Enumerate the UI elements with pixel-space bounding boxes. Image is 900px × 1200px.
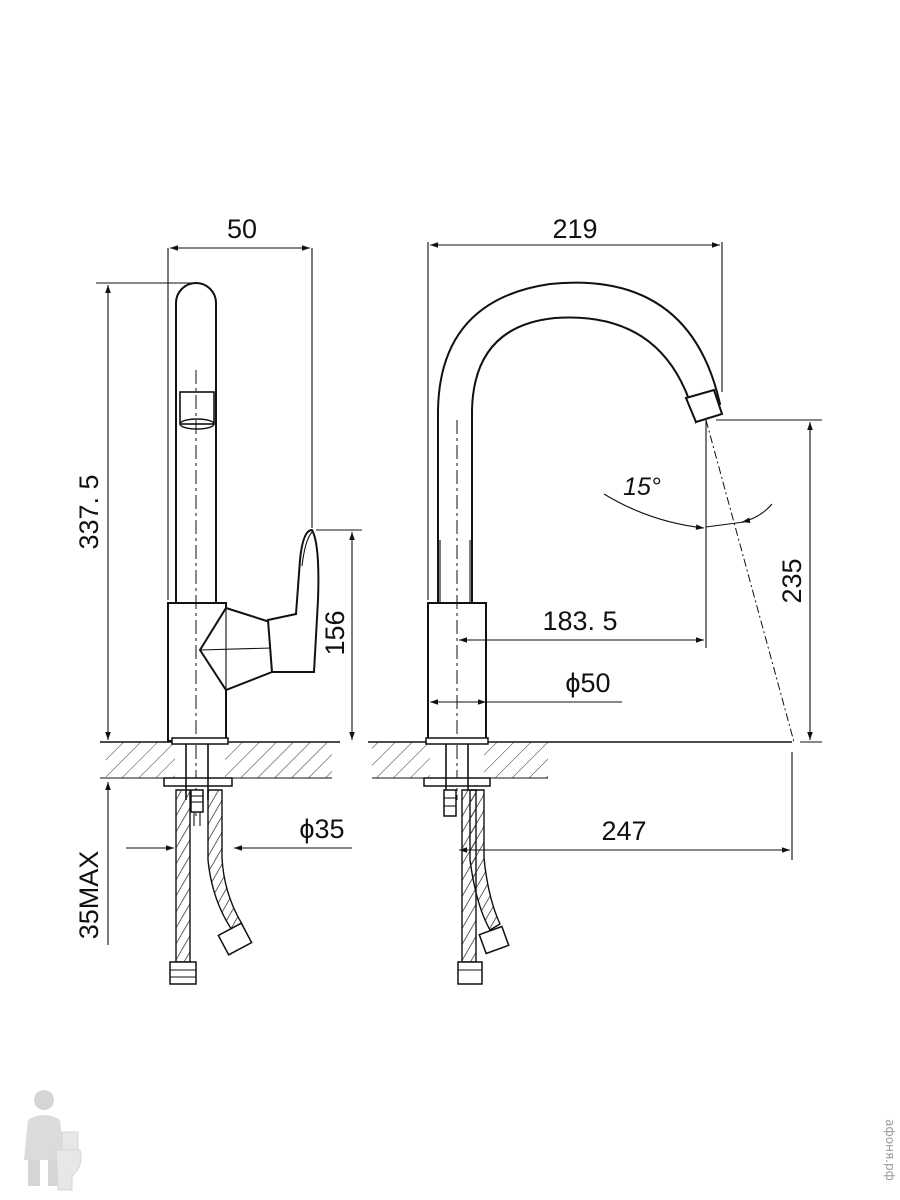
watermark-site: афоня.рф	[883, 1119, 897, 1181]
braided-hoses-right	[457, 789, 510, 985]
dim-label-base-diameter: ϕ50	[565, 668, 610, 698]
dim-spout-reach: 219	[427, 214, 723, 600]
dim-spray-reach: 247	[459, 752, 793, 860]
dim-label-side-width: 50	[227, 214, 257, 244]
dim-label-angle: 15°	[623, 473, 661, 501]
dim-label-hose-diameter: ϕ35	[299, 814, 344, 844]
dim-label-outlet-height: 235	[777, 558, 807, 603]
gooseneck-spout	[437, 281, 722, 604]
dim-label-max-thickness: 35MAX	[74, 851, 104, 940]
water-stream	[705, 419, 795, 743]
dim-hose-diameter: ϕ35	[126, 814, 352, 851]
dim-outlet-reach: 183. 5	[459, 606, 704, 643]
dim-handle-height: 156	[316, 529, 362, 740]
side-view: 50 337. 5 156 ϕ35 35MAX	[74, 214, 362, 985]
plumber-with-toilet-icon	[24, 1090, 82, 1191]
dim-angle: 15°	[603, 420, 773, 648]
front-view: 219 15° 235 183. 5 ϕ50	[368, 214, 822, 985]
countertop-right	[368, 741, 792, 779]
dim-label-outlet-reach: 183. 5	[542, 606, 617, 636]
countertop-left	[100, 741, 340, 779]
aerator-ring	[179, 391, 215, 425]
dim-base-diameter: ϕ50	[430, 668, 622, 705]
dim-label-spray-reach: 247	[601, 816, 646, 846]
side-lever-handle	[266, 528, 320, 673]
braided-hoses-left	[169, 789, 253, 985]
dim-side-width: 50	[167, 214, 313, 600]
dim-outlet-height: 235	[716, 419, 822, 743]
dim-label-spout-reach: 219	[552, 214, 597, 244]
spout-aerator	[684, 388, 724, 424]
threaded-stud	[190, 789, 204, 826]
dim-total-height: 337. 5	[74, 282, 192, 740]
dim-max-thickness: 35MAX	[74, 782, 111, 945]
dim-label-handle-height: 156	[320, 610, 350, 655]
side-spout-tube	[175, 282, 217, 604]
dim-label-total-height: 337. 5	[74, 474, 104, 549]
